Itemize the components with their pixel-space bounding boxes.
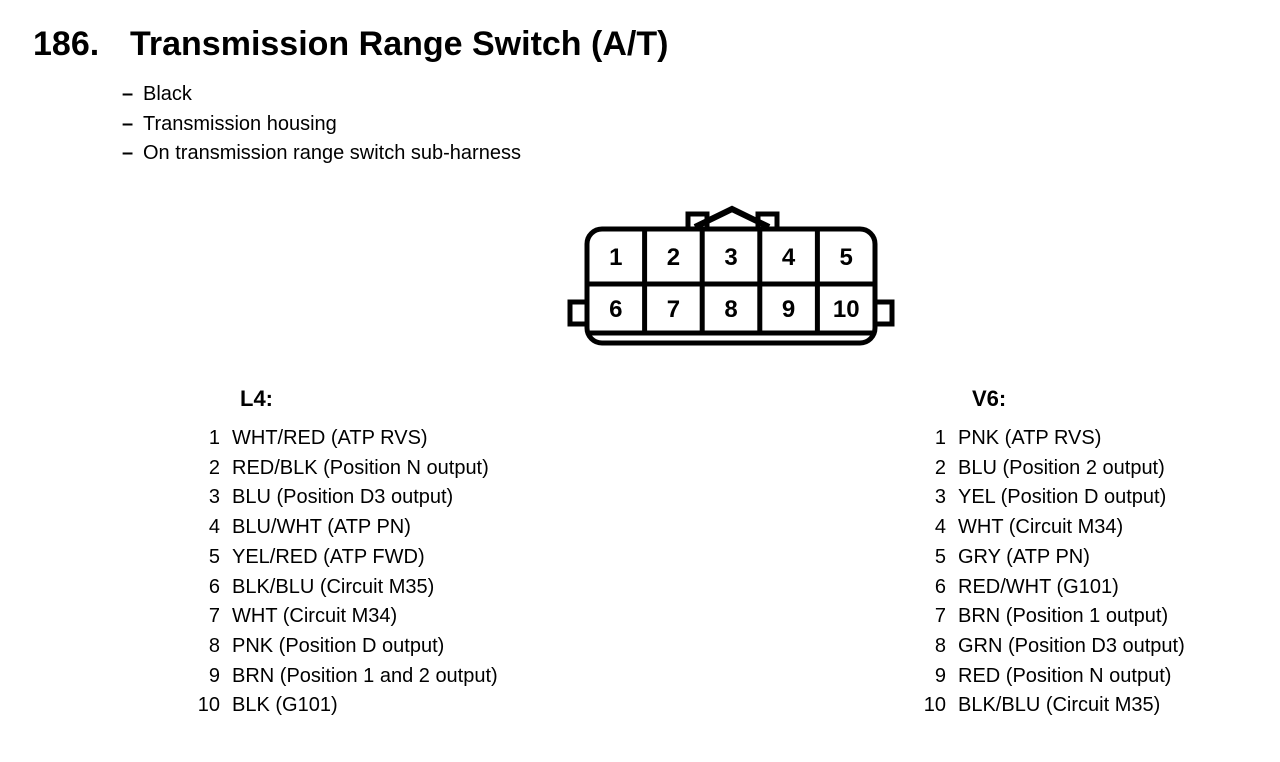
pin-number: 4 (208, 516, 220, 539)
pinout-row: 3 BLU (Position D3 output) (190, 483, 498, 513)
pin-number: 5 (208, 545, 220, 568)
pin-cavity-6: 6 (609, 296, 622, 323)
pin-cavity-4: 4 (782, 244, 796, 271)
figure-number: 186. (33, 25, 100, 63)
pin-number: 2 (208, 456, 220, 479)
wire-description: YEL/RED (ATP FWD) (232, 545, 425, 568)
wire-description: RED (Position N output) (958, 664, 1172, 687)
pin-number: 8 (934, 634, 946, 657)
wire-description: WHT/RED (ATP RVS) (232, 427, 428, 449)
wire-description: BLU (Position 2 output) (958, 456, 1165, 479)
wire-description: BLK/BLU (Circuit M35) (232, 575, 435, 598)
pinout-row: 4 WHT (Circuit M34) (916, 513, 1185, 543)
wire-description: BRN (Position 1 and 2 output) (232, 664, 498, 687)
pinout-row: 5 YEL/RED (ATP FWD) (190, 543, 498, 573)
pinout-row: 2 BLU (Position 2 output) (916, 454, 1185, 484)
pin-number: 6 (208, 575, 220, 598)
pinout-row: 4 BLU/WHT (ATP PN) (190, 513, 498, 543)
note-harness: – On transmission range switch sub-harne… (122, 139, 521, 169)
wire-description: GRN (Position D3 output) (958, 634, 1185, 657)
pin-cavity-7: 7 (667, 296, 680, 323)
engine-label-v6: V6: (972, 386, 1007, 411)
pinout-row: 8 GRN (Position D3 output) (916, 632, 1185, 662)
pinout-row: 10 BLK (G101) (190, 691, 498, 721)
pinout-row: 6 BLK/BLU (Circuit M35) (190, 573, 498, 603)
dash-bullet: – (122, 83, 134, 105)
wire-description: WHT (Circuit M34) (232, 605, 398, 628)
pin-number: 8 (208, 634, 220, 657)
pin-cavity-9: 9 (782, 296, 795, 323)
pin-number: 1 (208, 427, 220, 449)
pin-number: 10 (923, 694, 946, 717)
pin-number: 10 (197, 694, 220, 717)
pin-cavity-8: 8 (724, 296, 737, 323)
pin-number: 9 (934, 664, 946, 687)
pin-cavity-1: 1 (609, 244, 622, 271)
pin-cavity-2: 2 (667, 244, 680, 271)
pin-number: 4 (934, 516, 946, 539)
pinout-row: 9 BRN (Position 1 and 2 output) (190, 662, 498, 692)
pinout-row: 7 BRN (Position 1 output) (916, 602, 1185, 632)
wire-description: PNK (Position D output) (232, 634, 445, 657)
connector-diagram: 1 2 3 4 5 6 7 8 9 10 (565, 205, 899, 353)
note-color: – Black (122, 80, 521, 110)
figure-header: 186. Transmission Range Switch (A/T) (33, 24, 668, 64)
pin-cavity-3: 3 (724, 244, 737, 271)
pinout-row: 5 GRY (ATP PN) (916, 543, 1185, 573)
pin-number: 3 (208, 486, 220, 509)
engine-label-l4: L4: (240, 386, 273, 411)
pinout-row: 8 PNK (Position D output) (190, 632, 498, 662)
pinout-row: 6 RED/WHT (G101) (916, 573, 1185, 603)
connector-svg: 1 2 3 4 5 6 7 8 9 10 (567, 205, 895, 346)
pin-number: 3 (934, 486, 946, 509)
wire-description: BLU (Position D3 output) (232, 486, 454, 509)
dash-bullet: – (122, 112, 134, 135)
pin-number: 6 (934, 575, 946, 598)
note-text: Black (143, 83, 192, 105)
pin-number: 5 (934, 545, 946, 568)
pinout-row: 2 RED/BLK (Position N output) (190, 454, 498, 484)
pinout-l4-rows: 1 WHT/RED (ATP RVS) 2 RED/BLK (Position N … (190, 424, 498, 721)
dash-bullet: – (122, 142, 134, 165)
pinout-v6: V6: 1 PNK (ATP RVS) 2 BLU (Position 2 outp… (916, 386, 1185, 721)
page-title: Transmission Range Switch (A/T) (130, 25, 669, 63)
wire-description: YEL (Position D output) (958, 486, 1167, 509)
wire-description: PNK (ATP RVS) (958, 427, 1102, 449)
pinout-row: 7 WHT (Circuit M34) (190, 602, 498, 632)
pin-number: 1 (934, 427, 946, 449)
wire-description: BLK/BLU (Circuit M35) (958, 694, 1161, 717)
wire-description: WHT (Circuit M34) (958, 516, 1124, 539)
pinout-row: 1 PNK (ATP RVS) (916, 424, 1185, 454)
note-location: – Transmission housing (122, 110, 521, 140)
connector-latch-chevron (693, 205, 771, 230)
wire-description: RED/BLK (Position N output) (232, 456, 489, 479)
pin-cavity-5: 5 (840, 244, 853, 271)
wire-description: BLK (G101) (232, 694, 338, 717)
pin-cavity-10: 10 (833, 296, 860, 323)
pin-number: 2 (934, 456, 946, 479)
note-text: On transmission range switch sub-harness (143, 142, 521, 165)
pin-number: 7 (934, 605, 946, 628)
pinout-row: 1 WHT/RED (ATP RVS) (190, 424, 498, 454)
pinout-row: 9 RED (Position N output) (916, 662, 1185, 692)
figure-notes: – Black – Transmission housing – On tran… (122, 80, 521, 169)
note-text: Transmission housing (143, 112, 337, 135)
pinout-l4: L4: 1 WHT/RED (ATP RVS) 2 RED/BLK (Positio… (190, 386, 498, 721)
wire-description: BLU/WHT (ATP PN) (232, 516, 411, 539)
pin-number: 9 (208, 664, 220, 687)
wire-description: RED/WHT (G101) (958, 575, 1119, 598)
pinout-row: 10 BLK/BLU (Circuit M35) (916, 691, 1185, 721)
wire-description: BRN (Position 1 output) (958, 605, 1169, 628)
wire-description: GRY (ATP PN) (958, 545, 1090, 568)
pin-number: 7 (208, 605, 220, 628)
pinout-row: 3 YEL (Position D output) (916, 483, 1185, 513)
